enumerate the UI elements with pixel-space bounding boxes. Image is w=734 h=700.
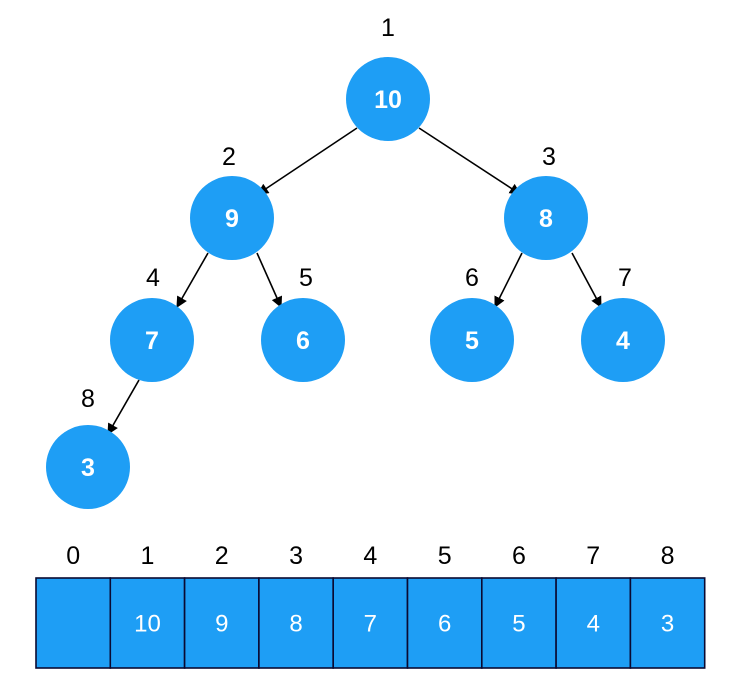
array-cell-rect-8[interactable] (629, 577, 706, 669)
array-index-label-8: 8 (661, 542, 675, 570)
array-cell-rect-5[interactable] (406, 577, 483, 669)
tree-node-value-2: 9 (225, 205, 239, 233)
tree-edge-3-to-6 (494, 252, 523, 309)
array-cell-rect-6[interactable] (480, 577, 557, 669)
array-cell-2[interactable]: 9 (183, 577, 260, 669)
array-cell-6[interactable]: 5 (480, 577, 557, 669)
array-index-label-0: 0 (66, 542, 80, 570)
tree-node-circle-6[interactable] (430, 298, 514, 382)
tree-node-index-label-2: 2 (222, 143, 236, 171)
tree-node-value-7: 4 (616, 327, 630, 355)
tree-node-1[interactable]: 1 10 (346, 14, 430, 141)
tree-node-index-label-1: 1 (381, 14, 395, 42)
array-cell-1[interactable]: 10 (109, 577, 186, 669)
array-cell-value-6: 5 (512, 611, 525, 638)
tree-node-value-1: 10 (374, 86, 402, 114)
tree-node-value-5: 6 (296, 327, 310, 355)
tree-node-circle-4[interactable] (110, 298, 194, 382)
tree-edge-1-to-3 (418, 127, 521, 195)
tree-node-circle-8[interactable] (46, 425, 130, 509)
tree-node-index-label-6: 6 (465, 264, 479, 292)
tree-node-index-label-4: 4 (146, 264, 160, 292)
array-cell-5[interactable]: 6 (406, 577, 483, 669)
array-index-label-2: 2 (215, 542, 229, 570)
array-cell-value-2: 9 (215, 611, 228, 638)
tree-node-circle-1[interactable] (346, 57, 430, 141)
tree-node-2[interactable]: 29 (190, 143, 274, 260)
tree-edge-4-to-8 (107, 379, 140, 435)
array-index-label-5: 5 (438, 542, 452, 570)
array-cell-7[interactable]: 4 (555, 577, 632, 669)
tree-node-value-3: 8 (539, 205, 553, 233)
array-cell-value-3: 8 (289, 611, 302, 638)
tree-node-circle-2[interactable] (190, 176, 274, 260)
tree-node-index-label-7: 7 (618, 264, 632, 292)
tree-node-4[interactable]: 47 (110, 264, 194, 382)
tree-node-circle-5[interactable] (261, 298, 345, 382)
array-cell-value-1: 10 (134, 611, 161, 638)
array-index-label-6: 6 (512, 542, 526, 570)
array-cell-rect-2[interactable] (183, 577, 260, 669)
array-cell-value-5: 6 (438, 611, 451, 638)
array-cell-value-8: 3 (661, 611, 674, 638)
array-cell-rect-0[interactable] (35, 577, 112, 669)
tree-node-7[interactable]: 74 (581, 264, 665, 382)
array-cell-value-4: 7 (364, 611, 377, 638)
array-cell-3[interactable]: 8 (258, 577, 334, 669)
array-index-label-3: 3 (289, 542, 303, 570)
array-cell-4[interactable]: 7 (332, 577, 409, 669)
tree-node-circle-3[interactable] (504, 176, 588, 260)
array-cell-rect-7[interactable] (555, 577, 632, 669)
tree-node-circle-7[interactable] (581, 298, 665, 382)
array-cell-value-7: 4 (587, 611, 600, 638)
tree-node-5[interactable]: 56 (261, 264, 345, 382)
array-representation: 0 1 10 2 9 3 8 4 7 5 6 6 5 7 4 8 3 (35, 542, 706, 669)
tree-node-index-label-5: 5 (299, 264, 313, 292)
array-cell-rect-3[interactable] (258, 577, 334, 669)
tree-node-8[interactable]: 83 (46, 385, 130, 509)
tree-node-value-4: 7 (145, 327, 159, 355)
tree-edges (107, 127, 602, 435)
tree-node-3[interactable]: 38 (504, 143, 588, 260)
tree-node-index-label-3: 3 (542, 143, 556, 171)
tree-node-6[interactable]: 65 (430, 264, 514, 382)
array-index-label-7: 7 (586, 542, 600, 570)
tree-node-value-6: 5 (465, 327, 479, 355)
array-index-label-1: 1 (140, 542, 154, 570)
tree-edge-2-to-5 (256, 252, 283, 309)
array-cell-rect-4[interactable] (332, 577, 409, 669)
tree-node-index-label-8: 8 (81, 385, 95, 413)
tree-edge-1-to-2 (257, 127, 358, 195)
tree-edge-3-to-7 (571, 252, 602, 308)
array-index-label-4: 4 (363, 542, 377, 570)
array-cell-rect-1[interactable] (109, 577, 186, 669)
tree-node-value-8: 3 (81, 454, 95, 482)
tree-edge-2-to-4 (176, 252, 209, 308)
array-cell-8[interactable]: 3 (629, 577, 706, 669)
array-cell-0[interactable] (35, 577, 112, 669)
